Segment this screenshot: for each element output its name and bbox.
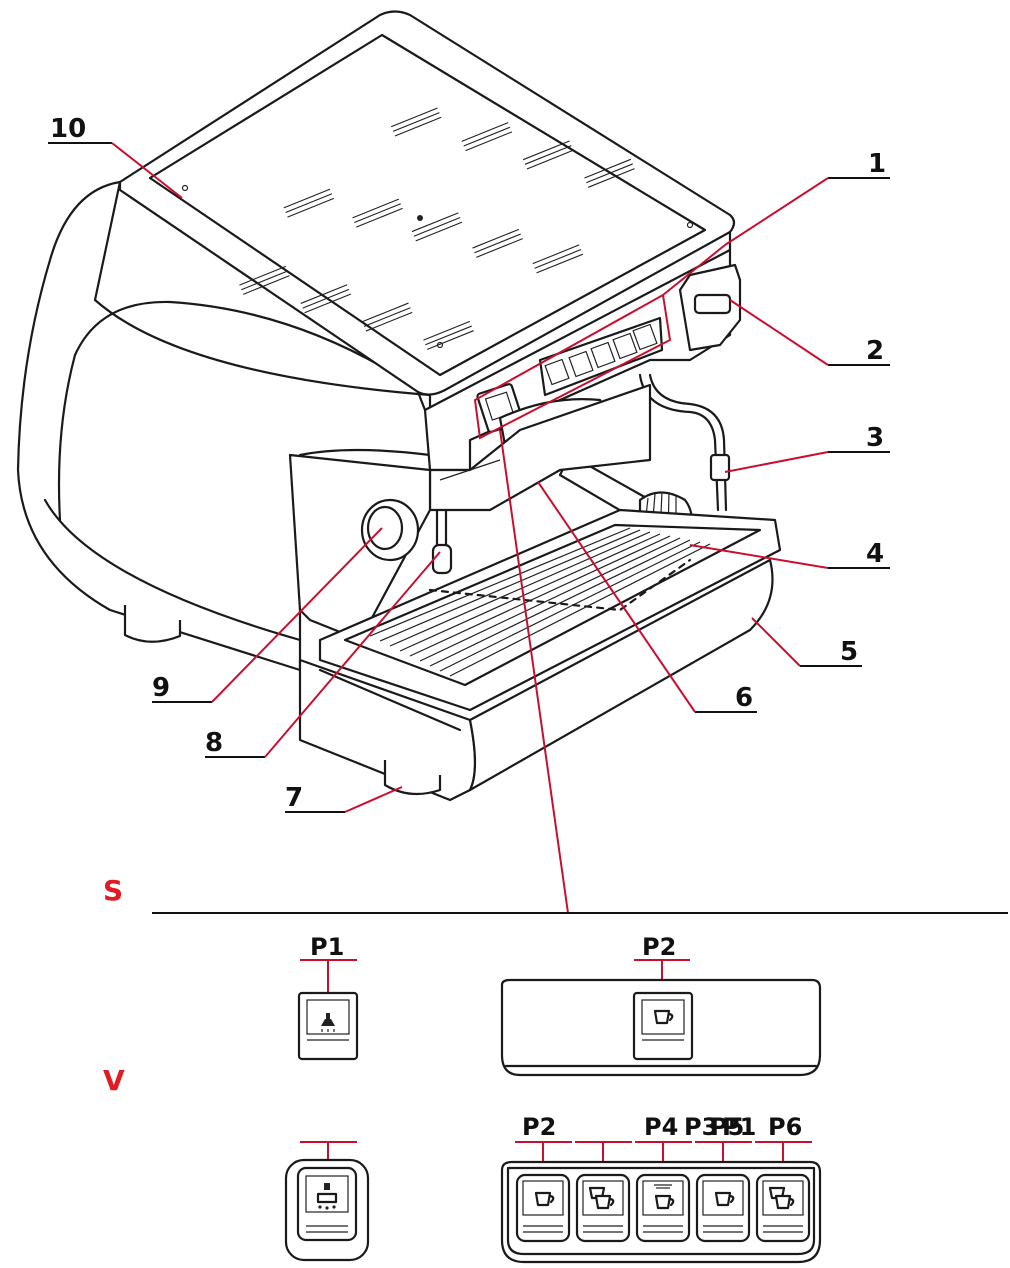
callout-5: 5 [840,637,858,667]
drip-tray [298,508,782,802]
callout-8: 8 [205,728,223,758]
s-button-p2 [632,991,694,1061]
steam-wand [638,373,731,512]
steam-knob [678,263,742,352]
callout-4: 4 [866,539,884,569]
machine-body [16,10,782,802]
s-panel: P1 P2 [297,933,822,1077]
v-label-p6: P6 [768,1113,802,1141]
v-label-p4: P4 [644,1113,678,1141]
hot-water-icon [316,1183,338,1210]
steam-tap-icon [654,1184,675,1210]
v-button-p5 [695,1173,751,1243]
callout-2: 2 [866,336,884,366]
callout-10: 10 [50,114,86,144]
callout-9: 9 [152,673,170,703]
section-label-s: S [103,874,123,907]
s-label-p1: P1 [310,933,344,961]
hot-water-wand [431,488,453,575]
v-label-p1: P1 [722,1113,756,1141]
control-panel [476,316,664,433]
leader-lines [48,142,1008,914]
v-label-p2: P2 [522,1113,556,1141]
v-button-hot-water [284,1158,370,1262]
double-cup-icon [588,1186,615,1210]
v-label-p3: P3 [684,1113,718,1141]
top-vents [181,107,694,350]
pressure-gauge [288,453,432,642]
callout-7: 7 [285,783,303,813]
s-label-p2: P2 [642,933,676,961]
cup-icon [534,1191,555,1207]
v-label-p5: P5 [710,1113,744,1141]
callout-3: 3 [866,423,884,453]
callout-6: 6 [735,683,753,713]
cup-icon [653,1009,674,1025]
double-cup-icon [768,1186,795,1210]
front-foot [383,760,442,796]
cup-icon [714,1191,735,1207]
v-button-p2 [515,1173,571,1243]
callout-1: 1 [868,149,886,179]
section-label-v: V [103,1064,125,1097]
v-panel: P2 P4 P3 P5 P1 P6 [284,1113,822,1264]
steam-tap-icon [321,1013,335,1032]
callout-numbers: 10 1 2 3 4 5 6 9 8 7 [50,114,886,813]
